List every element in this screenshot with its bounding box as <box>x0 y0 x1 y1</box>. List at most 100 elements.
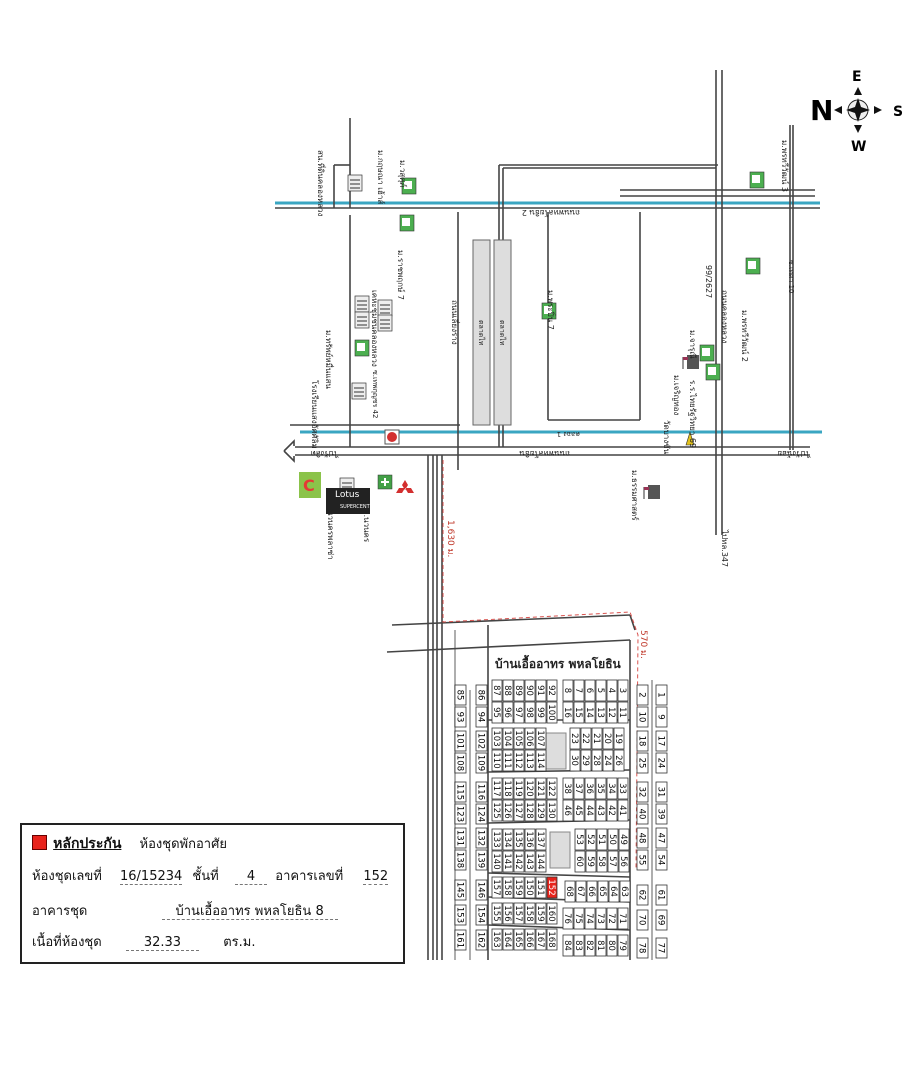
map-label: ถนนพหลโยธิน 2 <box>522 208 580 218</box>
unit-cell: 157 <box>491 876 503 899</box>
unit-number: 17 <box>656 736 666 747</box>
unit-number: 67 <box>575 886 585 897</box>
unit-number: 151 <box>535 879 545 895</box>
unit-cell: 83 <box>573 934 585 957</box>
unit-number: 111 <box>502 752 512 768</box>
unit-cell: 63 <box>619 880 631 903</box>
unit-cell: 57 <box>607 850 619 873</box>
unit-cell: 118 <box>502 777 514 800</box>
unit-number: 71 <box>617 913 627 924</box>
school-icon <box>682 355 699 369</box>
unit-cell: 68 <box>564 880 576 903</box>
collateral-info-box: หลักประกัน ห้องชุดพักอาศัย ห้องชุดเลขที่… <box>20 823 405 964</box>
unit-number: 115 <box>455 784 465 800</box>
unit-cell: 97 <box>513 701 525 724</box>
unit-no-label: ห้องชุดเลขที่ <box>32 869 102 884</box>
village-house-icon <box>705 363 721 381</box>
unit-cell: 64 <box>608 880 620 903</box>
unit-cell: 90 <box>524 679 536 702</box>
unit-cell: 81 <box>595 934 607 957</box>
unit-cell: 24 <box>656 752 668 774</box>
unit-number: 133 <box>491 831 501 847</box>
unit-cell: 156 <box>502 902 514 925</box>
area-value: 32.33 <box>125 935 200 951</box>
unit-number: 58 <box>596 856 606 867</box>
unit-number: 100 <box>546 704 556 720</box>
unit-number: 60 <box>574 856 584 867</box>
unit-number: 7 <box>573 688 583 693</box>
map-label: ถนนพหลโยธิน <box>519 449 570 459</box>
map-label: โรงเรียนแสงอัศศัลิม <box>310 380 320 449</box>
unit-cell: 102 <box>476 730 488 752</box>
unit-cell: 15 <box>573 701 585 724</box>
unit-cell: 167 <box>535 928 547 951</box>
unit-number: 20 <box>602 733 612 744</box>
unit-cell: 145 <box>455 879 467 901</box>
school-icon <box>643 485 660 499</box>
bigc-logo-icon: C <box>299 472 321 498</box>
unit-cell: 113 <box>524 749 536 772</box>
collateral-type: ห้องชุดพักอาศัย <box>139 837 227 852</box>
map-label: ม.เจริญทอง <box>672 375 681 415</box>
unit-cell: 109 <box>476 752 488 774</box>
map-label: สน.ที่ดินคลองหลวง <box>316 150 327 216</box>
compass-north: N <box>810 94 833 127</box>
unit-number: 81 <box>595 940 605 951</box>
unit-number: 54 <box>656 855 666 866</box>
unit-cell: 112 <box>513 749 525 772</box>
unit-cell: 134 <box>502 828 514 851</box>
unit-cell: 58 <box>596 850 608 873</box>
unit-cell: 114 <box>535 749 547 772</box>
map-label: ไปรังสิต <box>311 449 339 458</box>
unit-cell: 127 <box>513 799 525 822</box>
unit-cell: 104 <box>502 727 514 750</box>
map-label: บ้านเอื้ออาทร พหลโยธิน <box>495 654 622 671</box>
condo-value: บ้านเอื้ออาทร พหลโยธิน 8 <box>161 904 338 920</box>
unit-number: 167 <box>535 931 545 947</box>
unit-number: 109 <box>476 755 486 771</box>
compass-east: E <box>852 69 862 85</box>
unit-number: 28 <box>591 755 601 766</box>
unit-cell: 77 <box>656 937 668 959</box>
unit-cell: 80 <box>606 934 618 957</box>
building-icon <box>351 382 367 400</box>
unit-cell: 140 <box>491 850 503 873</box>
unit-cell: 69 <box>656 909 668 931</box>
unit-cell: 105 <box>513 727 525 750</box>
village-house-icon <box>541 302 557 320</box>
unit-number: 156 <box>502 905 512 921</box>
unit-number: 47 <box>656 833 666 844</box>
unit-number: 168 <box>546 931 556 947</box>
compass-rose-icon: E N S W <box>810 69 903 155</box>
unit-number: 102 <box>476 733 486 749</box>
map-label: ตลาดไท <box>498 320 507 346</box>
map-label: ถนนเลี่ยงราง <box>450 300 461 345</box>
unit-cell: 85 <box>455 684 467 706</box>
map-label: ร.ร.ไทยรัฐวิทยา 69 <box>688 380 697 448</box>
unit-number: 138 <box>455 852 465 868</box>
unit-number: 131 <box>455 830 465 846</box>
unit-number: 114 <box>535 752 545 768</box>
unit-number: 78 <box>637 943 647 954</box>
unit-cell: 126 <box>502 799 514 822</box>
unit-cell: 21 <box>591 727 603 750</box>
unit-number: 141 <box>502 853 512 869</box>
unit-cell: 54 <box>656 849 668 871</box>
map-label: นวนครพลาซ่า <box>326 510 335 560</box>
unit-cell: 7 <box>573 679 585 702</box>
map-label: คลอง 1 <box>557 430 580 438</box>
unit-number: 65 <box>597 886 607 897</box>
unit-number: 84 <box>562 940 572 951</box>
unit-number: 33 <box>617 783 627 794</box>
unit-number: 36 <box>584 783 594 794</box>
unit-number: 123 <box>455 806 465 822</box>
map-label: ม.พระปิ่น 7 <box>546 290 557 330</box>
unit-cell: 59 <box>585 850 597 873</box>
unit-number: 106 <box>524 730 534 746</box>
unit-cell: 120 <box>524 777 536 800</box>
unit-cell: 61 <box>656 884 668 906</box>
unit-cell: 116 <box>476 781 488 803</box>
unit-number: 161 <box>455 932 465 948</box>
unit-cell: 18 <box>637 730 649 752</box>
unit-number: 19 <box>613 733 623 744</box>
